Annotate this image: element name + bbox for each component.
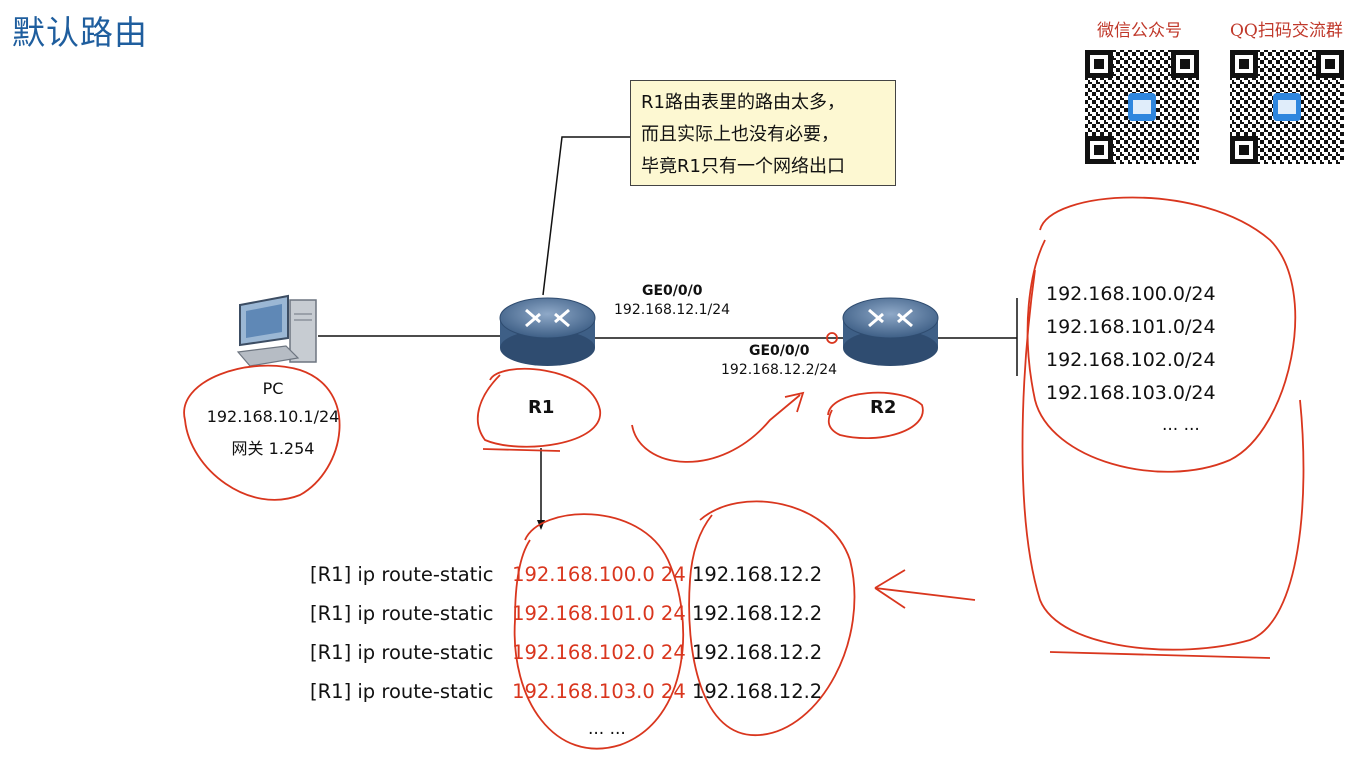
router-r1-icon — [499, 297, 596, 366]
command-prefix: [R1] ip route-static — [310, 563, 494, 586]
command-network: 192.168.103.0 24 — [512, 680, 686, 703]
r1-label: R1 — [528, 397, 555, 418]
network-item: 192.168.100.0/24 — [1046, 283, 1216, 305]
r2-iface-name: GE0/0/0 — [749, 343, 810, 359]
callout-line-3: 毕竟R1只有一个网络出口 — [641, 156, 845, 177]
callout-line-2: 而且实际上也没有必要， — [641, 124, 839, 145]
pc-ip: 192.168.10.1/24 — [206, 407, 340, 426]
command-prefix: [R1] ip route-static — [310, 641, 494, 664]
qr-label-wechat: 微信公众号 — [1097, 21, 1182, 41]
qr-label-qq: QQ扫码交流群 — [1230, 21, 1343, 41]
pc-gateway: 网关 1.254 — [231, 439, 315, 458]
command-row: [R1] ip route-static 192.168.101.0 24 19… — [310, 602, 822, 641]
qr-code-qq — [1230, 50, 1344, 164]
command-nexthop: 192.168.12.2 — [691, 641, 823, 664]
r2-label: R2 — [870, 397, 897, 418]
r2-iface-ip: 192.168.12.2/24 — [721, 362, 838, 378]
command-nexthop: 192.168.12.2 — [691, 563, 823, 586]
command-prefix: [R1] ip route-static — [310, 602, 494, 625]
r1-iface-name: GE0/0/0 — [642, 283, 703, 299]
callout-box: R1路由表里的路由太多， 而且实际上也没有必要， 毕竟R1只有一个网络出口 — [630, 80, 896, 186]
pc-label: PC — [262, 379, 284, 398]
network-item-more: ... ... — [1162, 415, 1200, 435]
page-title: 默认路由 — [12, 13, 148, 52]
handwritten-annotations — [183, 196, 1305, 750]
command-network: 192.168.102.0 24 — [512, 641, 686, 664]
command-more: ... ... — [588, 719, 626, 739]
command-row: [R1] ip route-static 192.168.102.0 24 19… — [310, 641, 822, 680]
command-row: [R1] ip route-static 192.168.100.0 24 19… — [310, 563, 822, 602]
r1-iface-ip: 192.168.12.1/24 — [614, 302, 731, 318]
network-list: 192.168.100.0/24 192.168.101.0/24 192.16… — [1046, 283, 1216, 448]
network-item: 192.168.101.0/24 — [1046, 316, 1216, 338]
command-nexthop: 192.168.12.2 — [691, 602, 823, 625]
command-network: 192.168.101.0 24 — [512, 602, 686, 625]
router-r2-icon — [842, 297, 939, 366]
callout-leader — [542, 136, 630, 296]
qr-code-wechat — [1085, 50, 1199, 164]
network-item: 192.168.103.0/24 — [1046, 382, 1216, 404]
command-prefix: [R1] ip route-static — [310, 680, 494, 703]
pc-icon — [236, 294, 317, 367]
network-item: 192.168.102.0/24 — [1046, 349, 1216, 371]
callout-line-1: R1路由表里的路由太多， — [641, 92, 845, 113]
command-row: [R1] ip route-static 192.168.103.0 24 19… — [310, 680, 822, 719]
command-network: 192.168.100.0 24 — [512, 563, 686, 586]
command-list: [R1] ip route-static 192.168.100.0 24 19… — [310, 563, 822, 749]
command-nexthop: 192.168.12.2 — [691, 680, 823, 703]
